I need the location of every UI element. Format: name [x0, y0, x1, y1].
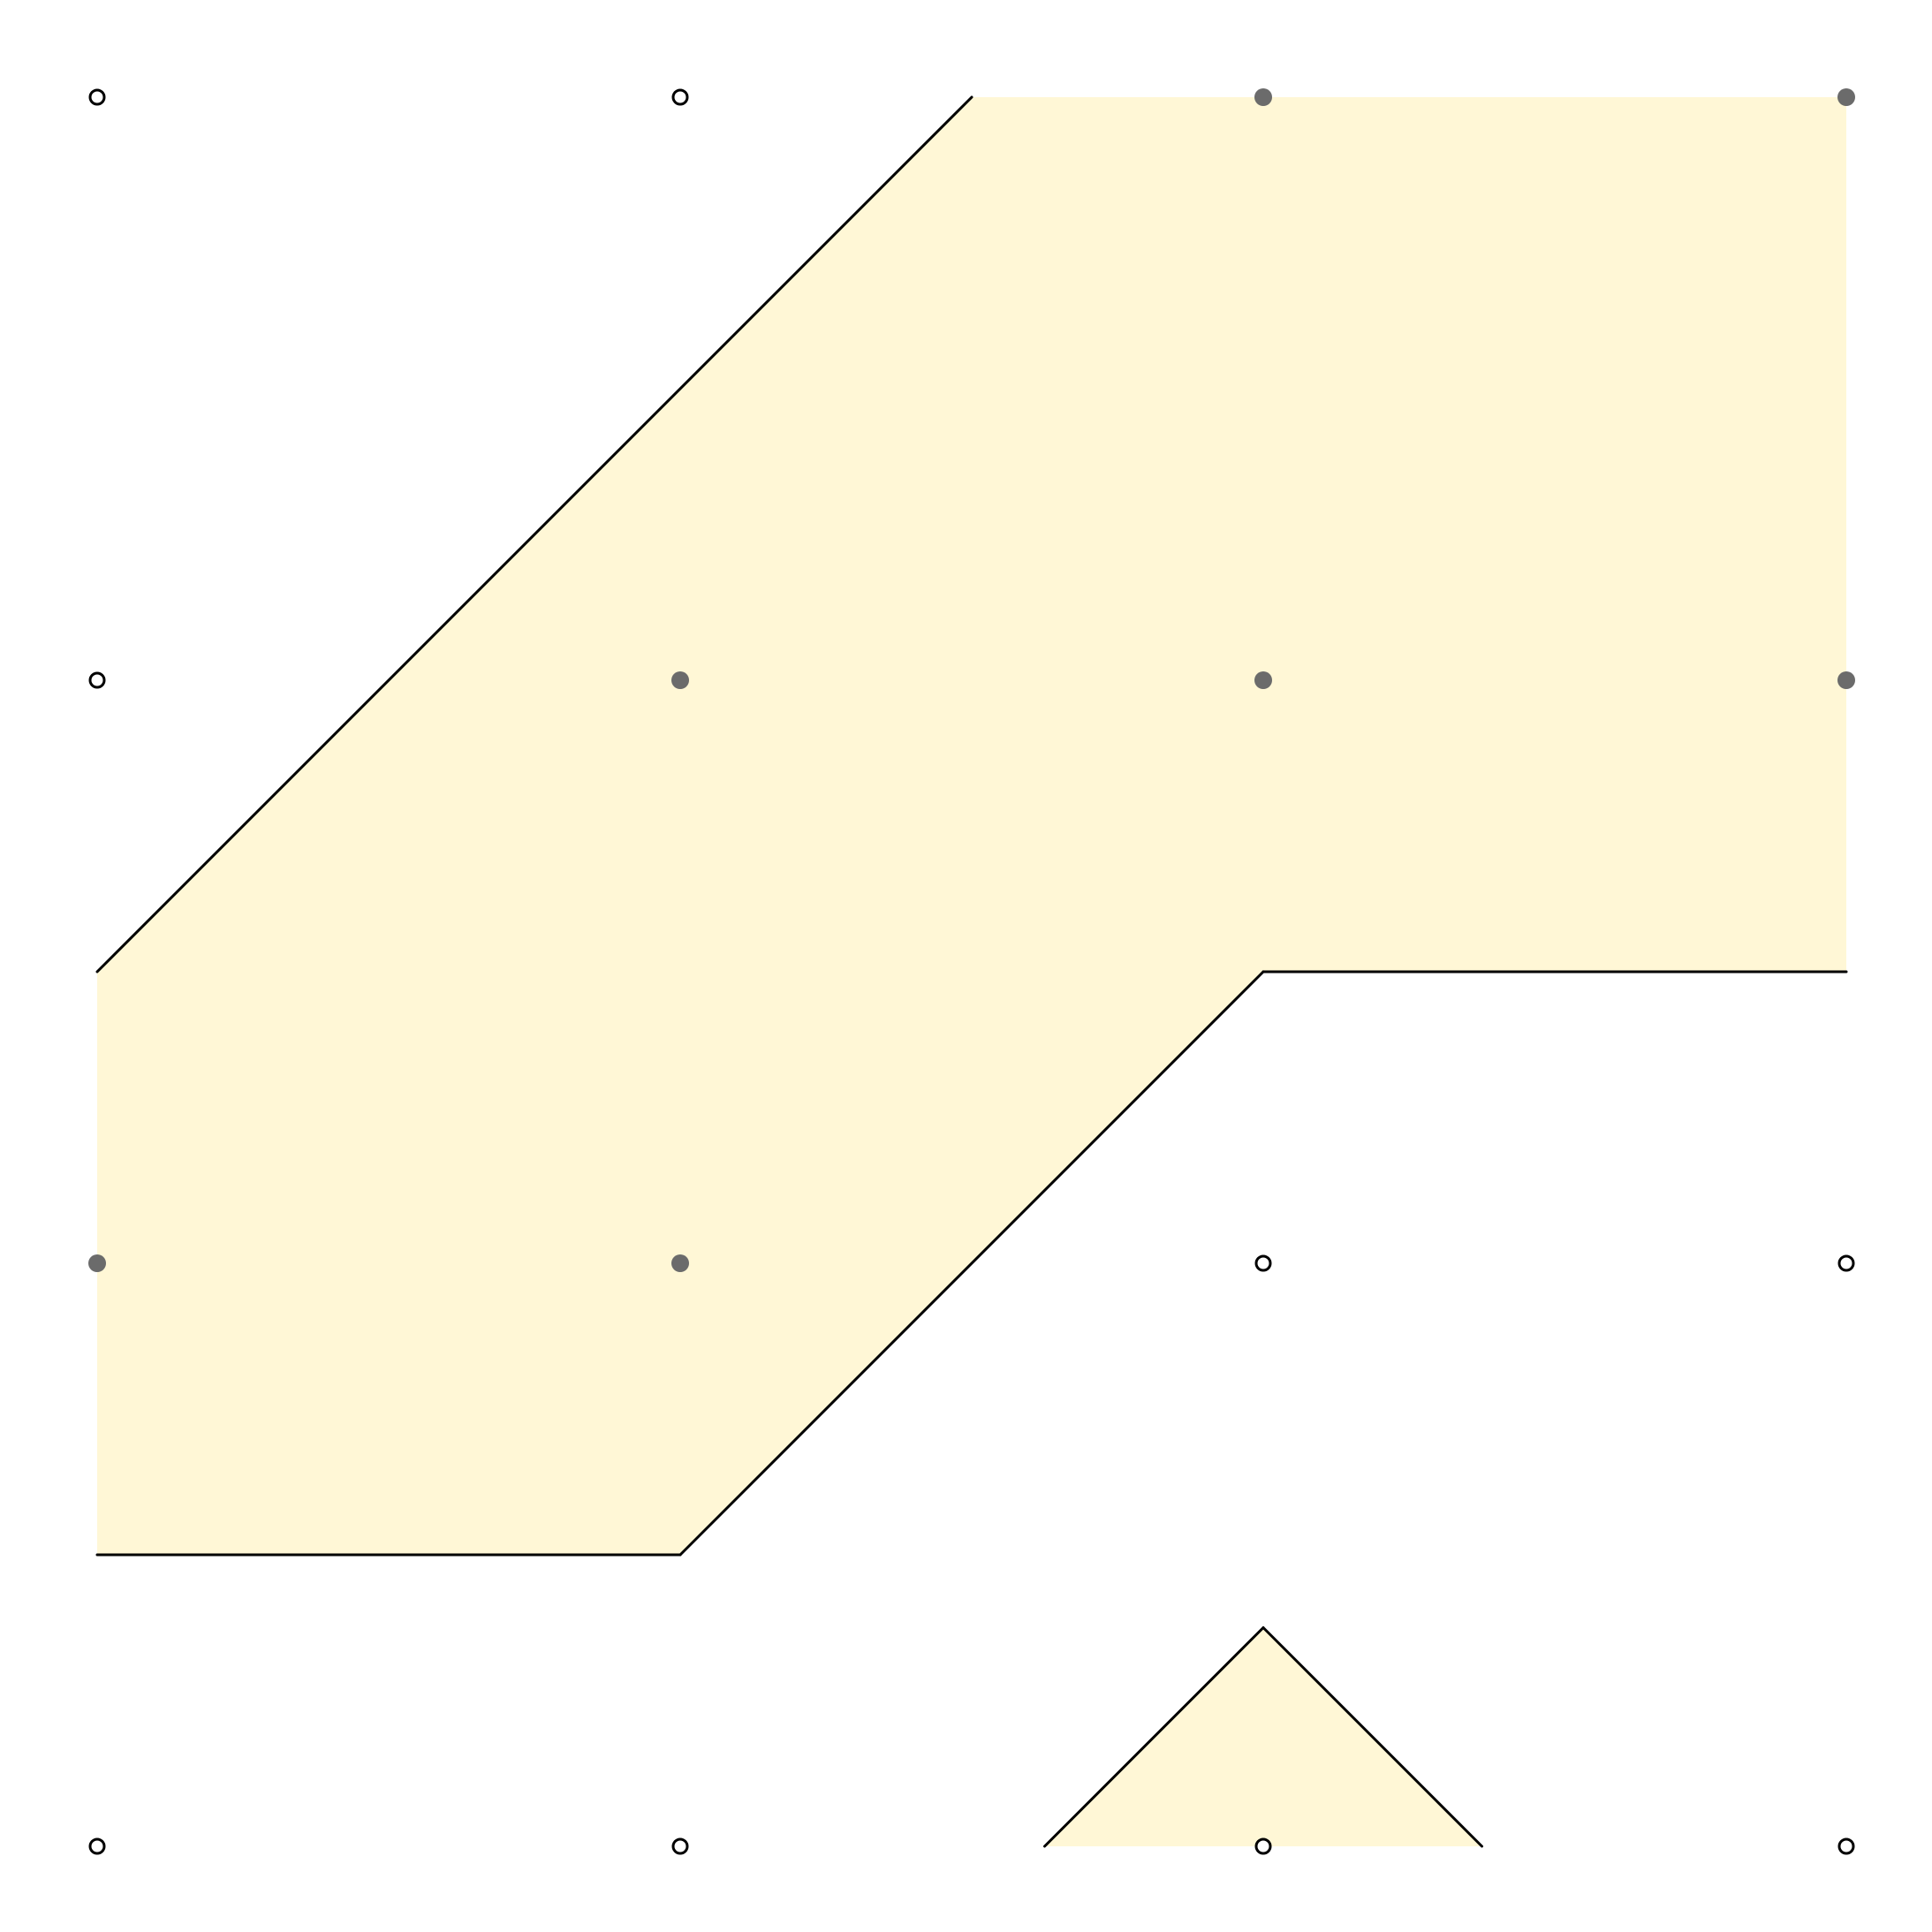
lattice-points: [88, 88, 1855, 1855]
boundary-lines: [95, 95, 1848, 1848]
filled-point-r0-c3: [1837, 88, 1855, 106]
hollow-point-r3-c3: [1837, 1837, 1855, 1855]
triangle-shaded-region-edge-1: [1043, 1626, 1265, 1848]
hollow-point-r2-c2: [1254, 1254, 1272, 1272]
hollow-point-r3-c2: [1254, 1837, 1272, 1855]
filled-point-r1-c1: [671, 671, 689, 689]
triangle-shaded-region-edge-2: [1261, 1626, 1483, 1848]
hollow-point-r1-c0: [88, 671, 106, 689]
filled-point-r0-c2: [1254, 88, 1272, 106]
filled-point-r2-c1: [671, 1254, 689, 1272]
triangle-shaded-region: [1044, 1627, 1482, 1846]
hollow-point-r2-c3: [1837, 1254, 1855, 1272]
hollow-point-r3-c0: [88, 1837, 106, 1855]
filled-point-r2-c0: [88, 1254, 106, 1272]
hollow-point-r0-c0: [88, 88, 106, 106]
main-shaded-region: [97, 97, 1846, 1555]
filled-point-r1-c2: [1254, 671, 1272, 689]
hollow-point-r3-c1: [671, 1837, 689, 1855]
main-shaded-region-edge-3: [678, 970, 1265, 1557]
filled-point-r1-c3: [1837, 671, 1855, 689]
hollow-point-r0-c1: [671, 88, 689, 106]
shaded-regions: [97, 97, 1846, 1846]
main-shaded-region-edge-1: [95, 95, 974, 974]
